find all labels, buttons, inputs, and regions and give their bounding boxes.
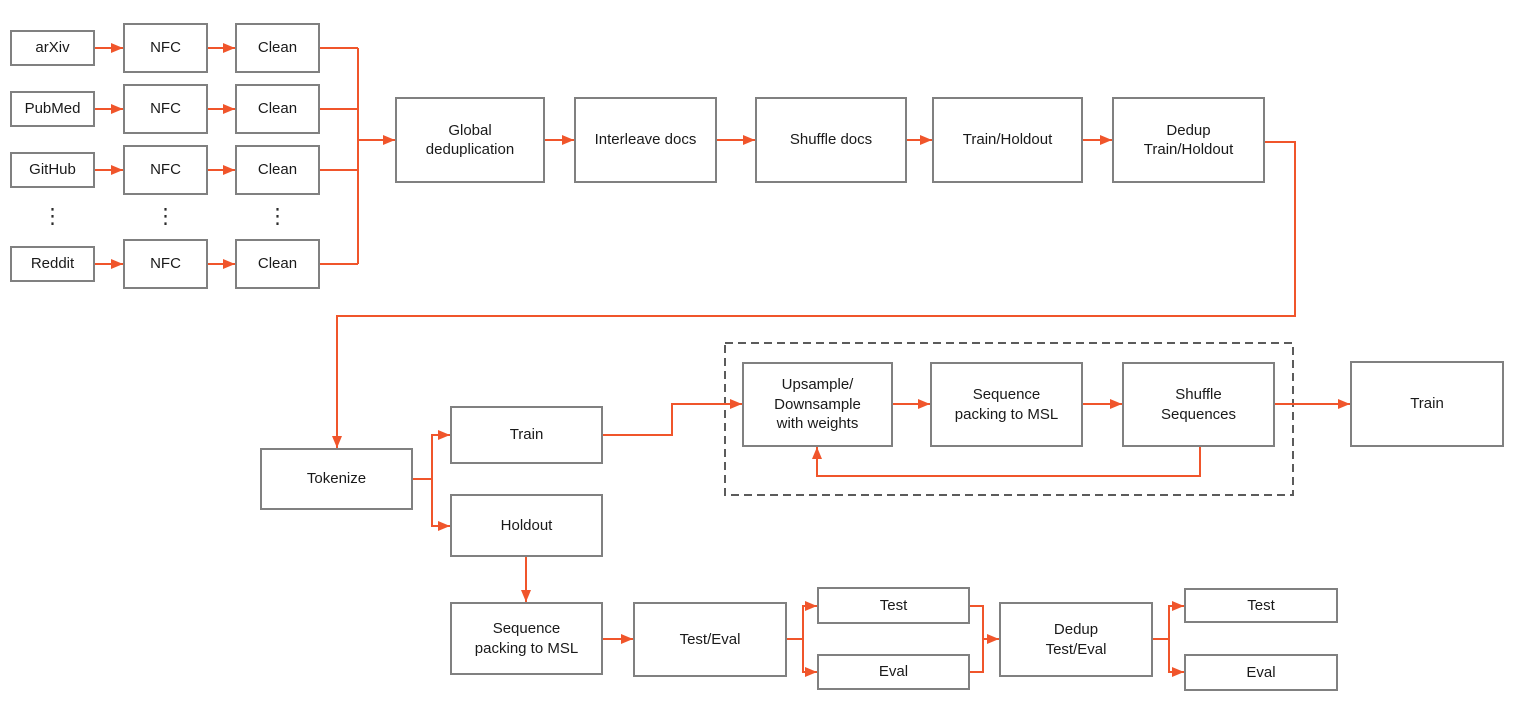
node-clean-3: Clean xyxy=(235,145,320,195)
node-reddit: Reddit xyxy=(10,246,95,282)
node-clean-1: Clean xyxy=(235,23,320,73)
edge-dedup-tokenize xyxy=(332,141,1296,448)
node-dedup-test-eval: Dedup Test/Eval xyxy=(999,602,1153,677)
node-arxiv: arXiv xyxy=(10,30,95,66)
node-sequence-packing-train: Sequence packing to MSL xyxy=(930,362,1083,447)
node-global-deduplication: Global deduplication xyxy=(395,97,545,183)
edge-test-merge xyxy=(970,605,984,639)
node-github: GitHub xyxy=(10,152,95,188)
node-shuffle-sequences: Shuffle Sequences xyxy=(1122,362,1275,447)
node-nfc-4: NFC xyxy=(123,239,208,289)
edge-eval-merge xyxy=(970,639,984,673)
dashed-group-box xyxy=(724,342,1294,496)
edge-tokenize-holdout xyxy=(413,478,450,531)
edge-tokenize-train xyxy=(413,430,450,480)
edge-deduptesteval-eval xyxy=(1153,638,1184,677)
ellipsis-sources: ⋮ xyxy=(42,204,63,228)
ellipsis-clean: ⋮ xyxy=(267,204,288,228)
node-sequence-packing-holdout: Sequence packing to MSL xyxy=(450,602,603,675)
node-pubmed: PubMed xyxy=(10,91,95,127)
node-train-final: Train xyxy=(1350,361,1504,447)
node-train-split: Train xyxy=(450,406,603,464)
edge-shuffleseq-upsample-feedback xyxy=(812,447,1201,477)
node-test-1: Test xyxy=(817,587,970,624)
node-nfc-3: NFC xyxy=(123,145,208,195)
node-nfc-2: NFC xyxy=(123,84,208,134)
node-holdout: Holdout xyxy=(450,494,603,557)
edge-deduptesteval-test xyxy=(1153,601,1184,640)
node-dedup-train-holdout: Dedup Train/Holdout xyxy=(1112,97,1265,183)
ellipsis-nfc: ⋮ xyxy=(155,204,176,228)
node-eval-2: Eval xyxy=(1184,654,1338,691)
node-shuffle-docs: Shuffle docs xyxy=(755,97,907,183)
node-clean-2: Clean xyxy=(235,84,320,134)
node-clean-4: Clean xyxy=(235,239,320,289)
edge-train-upsample xyxy=(603,399,742,436)
node-test-eval: Test/Eval xyxy=(633,602,787,677)
node-eval-1: Eval xyxy=(817,654,970,690)
node-test-2: Test xyxy=(1184,588,1338,623)
node-upsample-downsample: Upsample/ Downsample with weights xyxy=(742,362,893,447)
edge-testeval-test xyxy=(787,601,817,640)
node-tokenize: Tokenize xyxy=(260,448,413,510)
node-interleave-docs: Interleave docs xyxy=(574,97,717,183)
node-train-holdout: Train/Holdout xyxy=(932,97,1083,183)
edge-testeval-eval xyxy=(787,638,817,677)
node-nfc-1: NFC xyxy=(123,23,208,73)
